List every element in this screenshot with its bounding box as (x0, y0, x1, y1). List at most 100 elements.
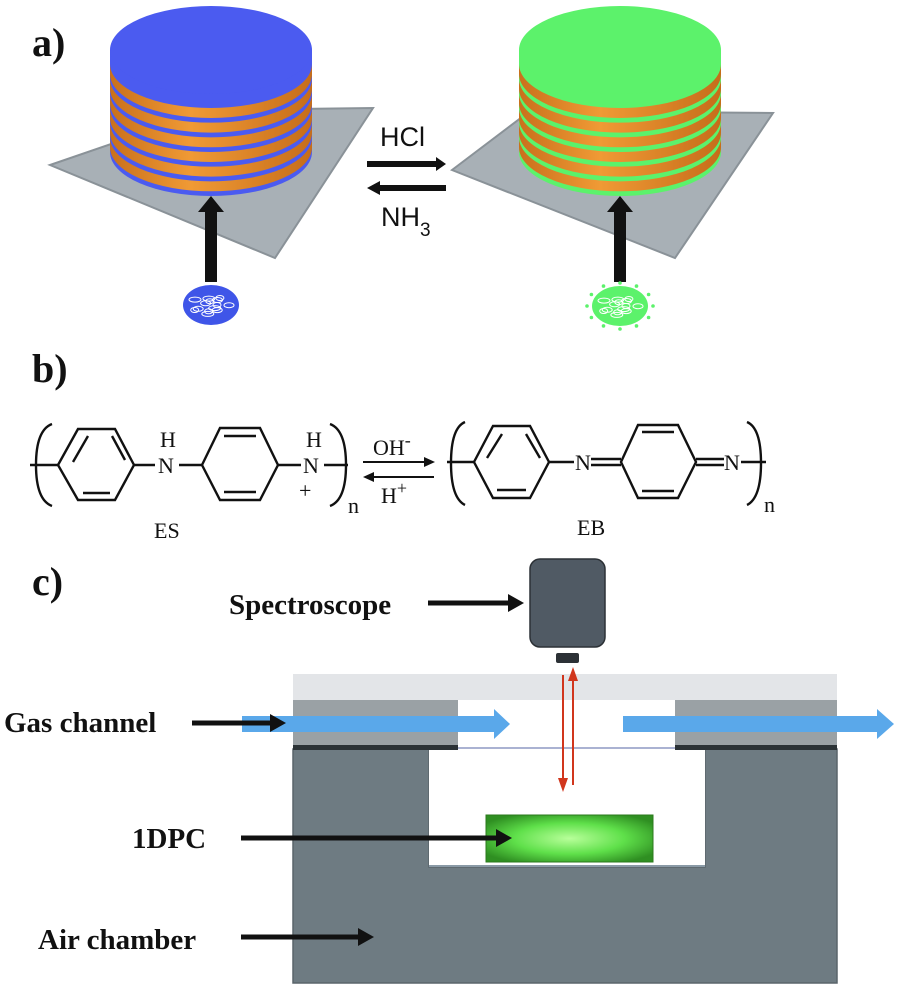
coil-loop (613, 309, 623, 316)
emeraldine-base-structure (447, 420, 766, 507)
callouts: Spectroscope Gas channel 1DPC Air chambe… (4, 589, 524, 956)
left-pointer-arrow-head (198, 196, 224, 212)
nh3-subscript: 3 (420, 220, 431, 241)
dopant-dot (589, 292, 594, 297)
panel-label-c: c) (32, 559, 63, 604)
eb-benzene-ring (472, 424, 551, 500)
gas-channel-label: Gas channel (4, 707, 156, 739)
coil-loop (621, 298, 632, 304)
panel-b-reaction: OH- H+ (363, 430, 435, 508)
orange-band-layer (519, 122, 721, 177)
coil-loop (632, 303, 644, 310)
right-cylinder-stack (519, 6, 721, 196)
cylinder-top-face (519, 6, 721, 94)
dopant-dot (634, 284, 639, 288)
right-coil-texture (585, 281, 655, 331)
spectroscope-callout-head (508, 594, 524, 612)
left-photonic-crystal (47, 6, 375, 325)
dopant-dot (634, 324, 639, 328)
coil-loop (597, 297, 611, 304)
es-ring1-double-b (110, 435, 127, 461)
eb-ring1-double-b (524, 433, 542, 459)
forward-arrow-head (436, 157, 446, 171)
gas-inlet-arrow-shaft (242, 716, 496, 732)
dopant-dot (646, 315, 651, 320)
left-coil-texture (188, 295, 235, 317)
es-benzene-ring (56, 427, 136, 502)
coil-loop (201, 310, 215, 317)
orange-band-layer (519, 108, 721, 162)
left-cylinder-stack (110, 6, 312, 196)
es-name: ES (154, 518, 180, 543)
coil-loop (614, 299, 624, 306)
gas-outlet-arrow-shaft (623, 716, 879, 732)
right-block-shadow (675, 745, 837, 750)
eb-repeat-n: n (764, 492, 775, 517)
orange-band-layer (110, 108, 312, 162)
reverse-arrow-head (367, 181, 380, 195)
air-chamber-callout-head (358, 928, 374, 946)
eb-n2: N (724, 450, 740, 475)
right-pointer-arrow-shaft (614, 210, 626, 282)
es-h1: H (160, 427, 176, 452)
dopant-dot (585, 304, 589, 308)
dopant-dot (601, 324, 606, 328)
h-superscript: + (397, 478, 407, 498)
orange-band-layer (519, 64, 721, 118)
right-pointer-arrow-head (607, 196, 633, 212)
gas-channel-callout-head (270, 714, 286, 732)
eb-ring1-double-a (485, 433, 504, 459)
dopant-dot (618, 281, 622, 285)
transparent-lid (293, 674, 837, 700)
spectroscope (529, 558, 606, 663)
eb-n1: N (575, 450, 591, 475)
coil-loop (188, 296, 202, 303)
es-quinoid-ring (200, 426, 280, 502)
coil-loop (601, 306, 613, 313)
orange-band-layer (519, 93, 721, 148)
right-photonic-crystal (449, 6, 775, 331)
dopant-dot (618, 327, 622, 331)
eb-atom-labels: N N n EB (575, 450, 775, 540)
light-path (558, 667, 578, 792)
oh-superscript: - (405, 430, 411, 450)
coil-loop (202, 295, 216, 302)
eb-bracket-left (449, 420, 466, 507)
h-text: H (381, 483, 397, 508)
right-polymer-coil (592, 286, 648, 326)
1dpc-callout-head (496, 829, 512, 847)
orange-band-layer (110, 122, 312, 177)
coil-loop (610, 311, 624, 318)
left-pointer-arrow-shaft (205, 210, 217, 282)
eb-quinoid-ring (619, 423, 698, 500)
reverse-reagent-nh3: NH3 (381, 202, 431, 241)
orange-band-layer (110, 93, 312, 148)
gas-cell (292, 674, 838, 984)
orange-band-layer (110, 137, 312, 192)
forward-condition-arrow-head (424, 457, 435, 467)
es-bracket-right (329, 422, 348, 508)
coil-loop (617, 306, 631, 313)
coil-loop (212, 297, 223, 303)
coil-loop (192, 305, 204, 312)
coil-loop (599, 308, 609, 314)
coil-loop (208, 305, 222, 312)
dopant-dot (601, 284, 606, 288)
forward-condition: OH- (373, 430, 411, 460)
orange-band-layer (519, 78, 721, 133)
es-repeat-n: n (348, 493, 359, 518)
coil-loop (204, 308, 214, 315)
reflected-ray-head (568, 667, 578, 681)
oh-text: OH (373, 435, 405, 460)
spectroscope-lens (556, 653, 579, 663)
es-positive-charge: + (299, 478, 311, 503)
1dpc-label: 1DPC (132, 823, 206, 855)
orange-band-layer (519, 137, 721, 192)
dopant-dot (646, 292, 651, 297)
air-chamber-label: Air chamber (38, 924, 196, 956)
nh-text: NH (381, 202, 420, 232)
coil-loop (205, 298, 215, 305)
gas-outlet-arrow-head (877, 709, 894, 739)
es-n1: N (158, 453, 174, 478)
